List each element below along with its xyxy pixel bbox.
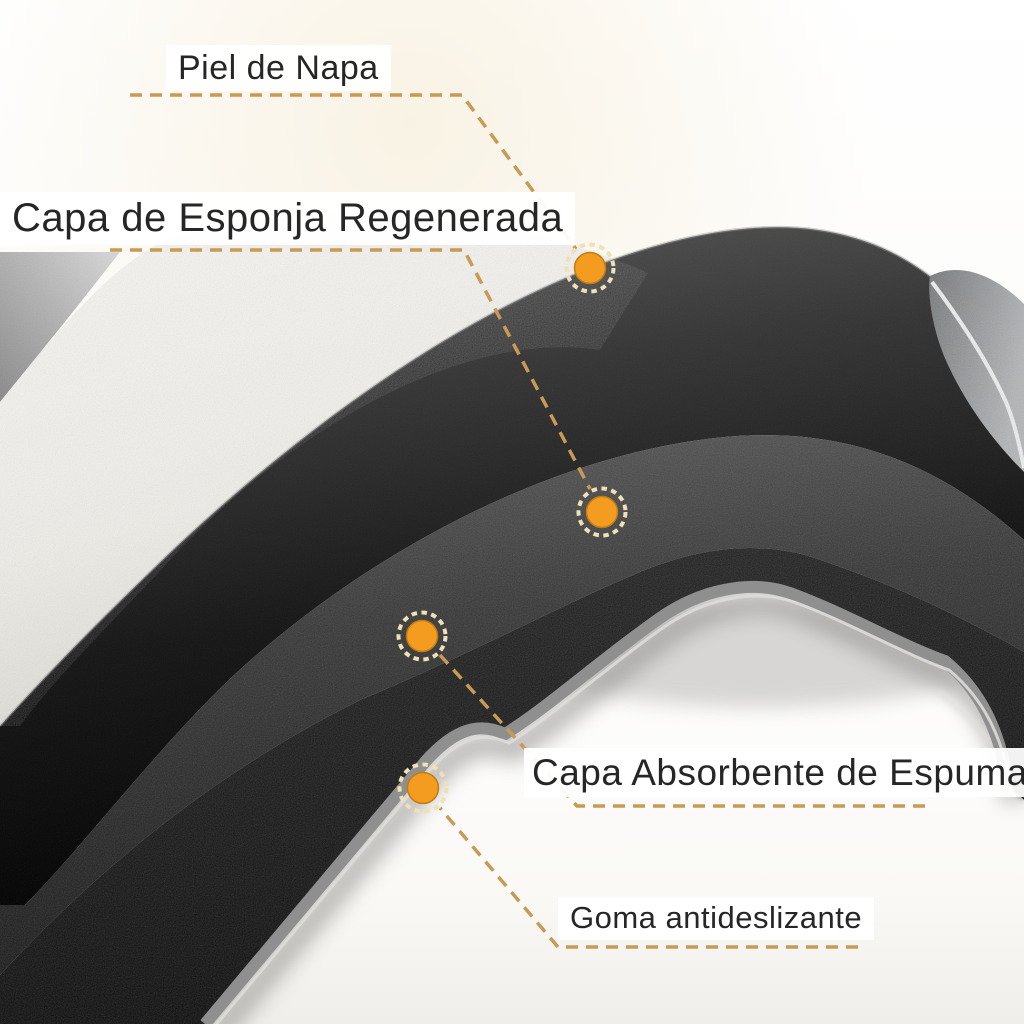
marker-ring-icon (397, 762, 449, 814)
label-capa-esponja: Capa de Esponja Regenerada (0, 192, 576, 245)
marker-dot-icon (585, 495, 619, 529)
layer-marker-piel-de-napa (564, 242, 616, 294)
marker-dot-icon (406, 771, 440, 805)
leader-line-goma (438, 806, 858, 949)
leader-line-capa-espuma (438, 653, 925, 808)
label-goma: Goma antideslizante (558, 897, 875, 940)
marker-dot-icon (405, 619, 439, 653)
layer-marker-capa-esponja (576, 486, 628, 538)
marker-dot-icon (573, 251, 607, 285)
marker-ring-icon (396, 610, 448, 662)
marker-ring-icon (564, 242, 616, 294)
layer-marker-goma (397, 762, 449, 814)
label-piel-de-napa: Piel de Napa (166, 45, 391, 92)
layer-marker-capa-espuma (396, 610, 448, 662)
label-capa-espuma: Capa Absorbente de Espuma (524, 748, 1024, 798)
leader-line-piel-de-napa (130, 93, 578, 251)
marker-ring-icon (576, 486, 628, 538)
